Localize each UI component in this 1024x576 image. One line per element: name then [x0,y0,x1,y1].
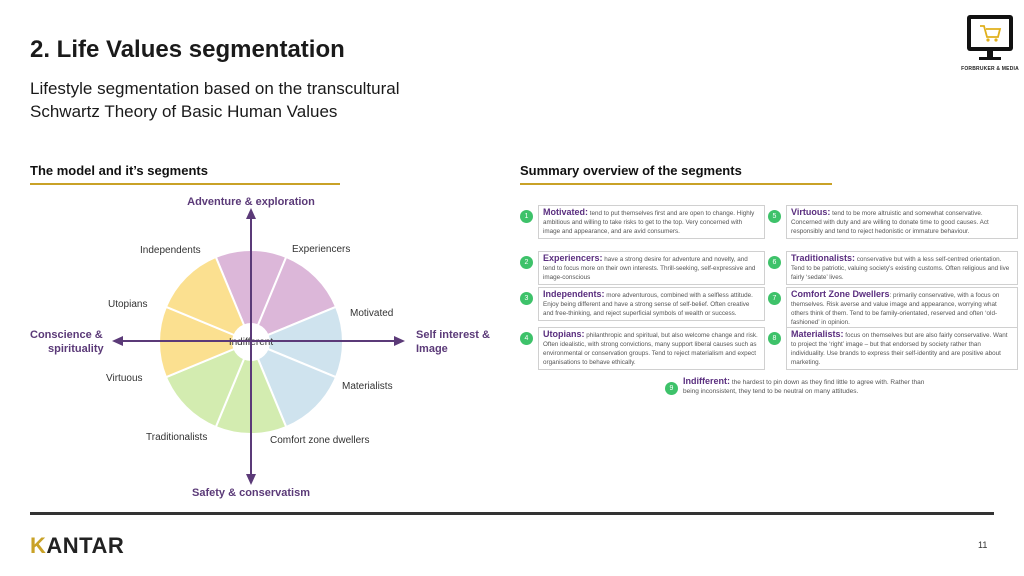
segment-number-badge: 3 [520,292,533,305]
page-title: 2. Life Values segmentation [30,36,345,63]
axis-label-left-1: Conscience & [30,329,103,341]
logo-caption: FORBRUKER & MEDIA [961,66,1019,72]
segment-diagram: Indifferent Adventure & exploration Safe… [30,196,490,499]
axis-arrow-up [246,208,256,219]
segment-description: the hardest to pin down as they find lit… [683,379,925,396]
segment-label-materialists: Materialists [342,381,393,392]
summary-item-7: 7 Comfort Zone Dwellers: primarily conse… [768,287,1018,331]
segment-number-badge: 4 [520,332,533,345]
summary-item-5: 5 Virtuous: tend to be more altruistic a… [768,205,1018,240]
segment-card: Motivated: tend to put themselves first … [538,205,765,240]
segment-label-motivated: Motivated [350,308,393,319]
segment-number-badge: 1 [520,210,533,223]
axis-label-right-1: Self interest & [416,329,490,341]
segment-name: Traditionalists: [791,253,856,263]
page-subtitle: Lifestyle segmentation based on the tran… [30,79,400,121]
segment-card: Comfort Zone Dwellers: primarily conserv… [786,287,1018,331]
summary-item-3: 3 Independents: more adventurous, combin… [520,287,765,322]
brand-logo: KANTAR [30,533,124,559]
segment-card: Traditionalists: conservative but with a… [786,251,1018,286]
summary-heading-underline [520,183,832,185]
segment-number-badge: 7 [768,292,781,305]
segment-card: Materialists: focus on themselves but ar… [786,327,1018,371]
brand-logo-rest: ANTAR [46,533,125,558]
segment-card-plain: Indifferent: the hardest to pin down as … [683,376,935,397]
segment-number-badge: 8 [768,332,781,345]
wedge-utopians [164,255,253,344]
segment-description: : primarily conservative, with a focus o… [791,292,1000,327]
segment-name: Utopians: [543,329,585,339]
segment-label-independents: Independents [140,245,201,256]
axis-arrow-right [394,336,405,346]
summary-heading: Summary overview of the segments [520,163,742,178]
segment-description: conservative but with a less self-centre… [791,256,1010,282]
axes [112,208,405,485]
segment-description: more adventurous, combined with a selfle… [543,292,753,318]
segment-description: tend to put themselves first and are ope… [543,210,755,236]
segment-number-badge: 5 [768,210,781,223]
segment-number-badge: 6 [768,256,781,269]
wedge-materialists [249,340,338,429]
segment-name: Independents: [543,289,605,299]
segment-label-traditionalists: Traditionalists [146,432,207,443]
segment-description: focus on themselves but are also fairly … [791,332,1008,367]
monitor-cart-icon [967,15,1013,60]
summary-item-8: 8 Materialists: focus on themselves but … [768,327,1018,371]
model-heading-underline [30,183,340,185]
segment-number-badge: 9 [665,382,678,395]
segment-label-experiencers: Experiencers [292,244,350,255]
segment-label-utopians: Utopians [108,299,147,310]
segment-label-virtuous: Virtuous [106,373,143,384]
segment-description: have a strong desire for adventure and n… [543,256,756,282]
segment-card: Independents: more adventurous, combined… [538,287,765,322]
summary-item-1: 1 Motivated: tend to put themselves firs… [520,205,765,240]
segment-description: tend to be more altruistic and somewhat … [791,210,989,236]
segment-card: Experiencers: have a strong desire for a… [538,251,765,286]
summary-item-4: 4 Utopians: philanthropic and spiritual,… [520,327,765,371]
segment-name: Experiencers: [543,253,603,263]
summary-item-2: 2 Experiencers: have a strong desire for… [520,251,765,286]
axis-label-bottom: Safety & conservatism [192,487,310,499]
segment-card: Utopians: philanthropic and spiritual, b… [538,327,765,371]
axis-label-right-2: Image [416,343,448,355]
segment-name: Materialists: [791,329,844,339]
segment-label-comfort-zone-dwellers: Comfort zone dwellers [270,435,369,446]
axis-label-top: Adventure & exploration [187,196,315,208]
brand-logo-k: K [30,533,47,558]
wedge-experiencers [249,255,338,344]
axis-label-left-2: spirituality [48,343,105,355]
segment-description: philanthropic and spiritual, but also we… [543,332,758,367]
summary-item-6: 6 Traditionalists: conservative but with… [768,251,1018,286]
segment-name: Virtuous: [791,207,831,217]
axis-arrow-down [246,474,256,485]
summary-item-9: 9 Indifferent: the hardest to pin down a… [665,376,935,397]
wedge-traditionalists [164,340,253,429]
model-heading: The model and it’s segments [30,163,208,178]
segment-name: Comfort Zone Dwellers [791,289,890,299]
segment-card: Virtuous: tend to be more altruistic and… [786,205,1018,240]
axis-arrow-left [112,336,123,346]
logo [960,8,1020,78]
page-number: 11 [978,540,988,550]
segment-name: Indifferent: [683,376,730,386]
segment-name: Motivated: [543,207,588,217]
footer-divider [30,512,994,515]
segment-number-badge: 2 [520,256,533,269]
